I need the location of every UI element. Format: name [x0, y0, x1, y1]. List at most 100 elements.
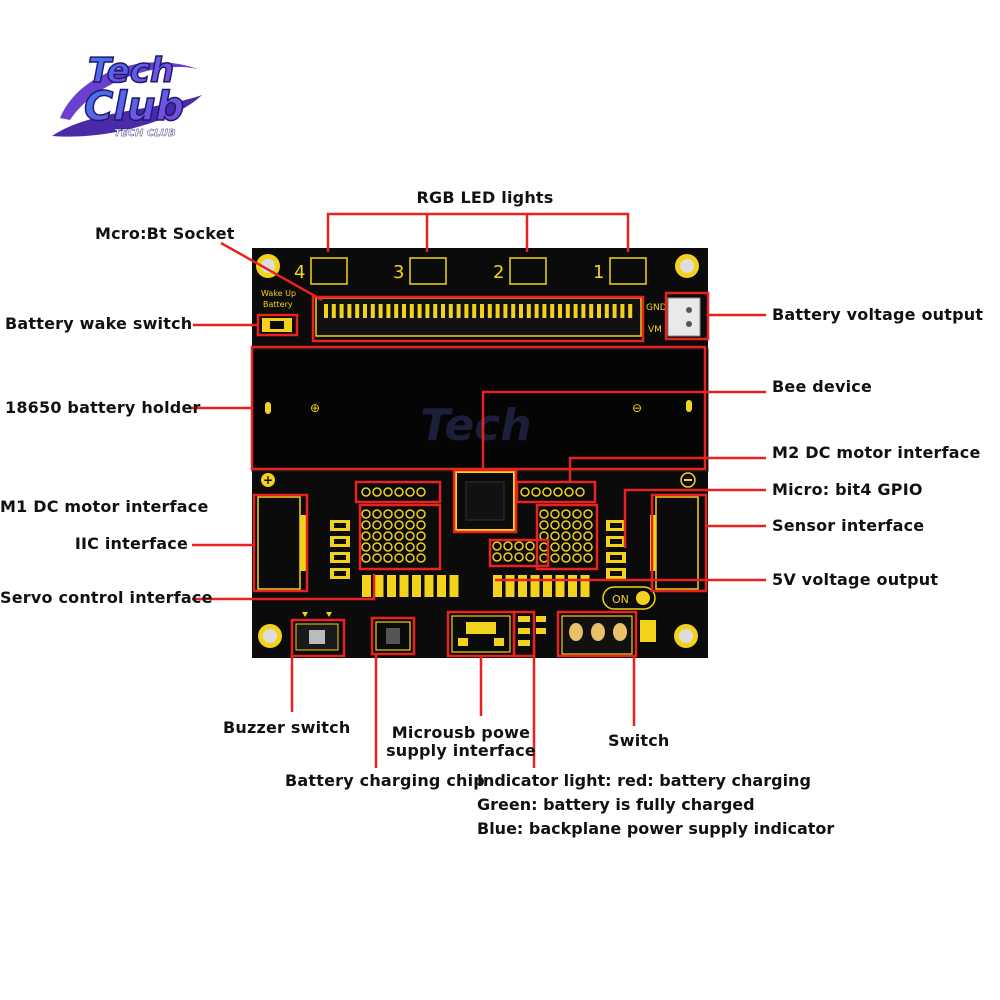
mounting-holes — [256, 254, 699, 648]
gpio-pin — [525, 541, 535, 551]
socket-pin — [526, 304, 531, 318]
output-pad — [412, 575, 421, 597]
servo-pin — [394, 509, 404, 519]
callout-bee-box — [452, 468, 518, 534]
servo-pin — [383, 520, 393, 530]
servo-pin — [361, 542, 371, 552]
servo-pin — [405, 531, 415, 541]
callout-gpio-box — [488, 538, 550, 568]
callout-socket — [220, 241, 323, 302]
motor-pin — [405, 487, 415, 497]
socket-pin — [550, 304, 555, 318]
servo-pin — [416, 520, 426, 530]
socket-pin — [565, 304, 570, 318]
logo-line-2: Club — [84, 84, 184, 130]
socket-pin — [612, 304, 617, 318]
callout-m2-box — [515, 480, 597, 504]
label-bee-device: Bee device — [772, 377, 873, 396]
gpio-pin — [503, 552, 513, 562]
gpio-pin — [492, 541, 502, 551]
socket-pins — [324, 304, 633, 318]
output-pad — [362, 575, 371, 597]
socket-pin — [464, 304, 469, 318]
callout-sensor-box — [650, 493, 708, 593]
battery-plus: ⊕ — [310, 401, 320, 415]
label-5v-output: 5V voltage output — [772, 570, 939, 589]
output-pad — [387, 575, 396, 597]
gpio-pin — [561, 520, 571, 530]
label-microbit-socket: Mcro:Bt Socket — [95, 224, 235, 243]
label-microusb-2: supply interface — [386, 741, 536, 760]
callout-buzzer-box — [290, 618, 346, 658]
servo-pin — [405, 509, 415, 519]
servo-pin — [372, 542, 382, 552]
motor-pin — [531, 487, 541, 497]
servo-pin — [416, 542, 426, 552]
rgb-number-2: 2 — [493, 262, 504, 283]
callout-wake-box — [256, 313, 299, 337]
output-pad — [555, 575, 565, 597]
socket-pin — [339, 304, 344, 318]
servo-pin — [394, 531, 404, 541]
microusb-port — [451, 615, 511, 653]
socket-pin — [425, 304, 430, 318]
servo-pin — [383, 542, 393, 552]
socket-pin — [363, 304, 367, 318]
indicator-leds — [518, 616, 546, 646]
callout-indicator-box — [512, 610, 536, 658]
output-pad — [493, 575, 502, 597]
motor-pin — [416, 487, 426, 497]
motor-pin — [383, 487, 393, 497]
gpio-pin — [583, 531, 593, 541]
callout-vout-box — [664, 291, 710, 341]
socket-pin — [355, 304, 360, 318]
servo-pin — [416, 531, 426, 541]
gpio-pin — [583, 542, 593, 552]
gnd-label: GND — [646, 303, 667, 313]
socket-pin — [394, 304, 399, 318]
callout-iic-box — [252, 493, 309, 593]
servo-pin — [361, 509, 371, 519]
label-battery-holder: 18650 battery holder — [5, 398, 201, 417]
wake-up-text-2: Battery — [263, 300, 293, 309]
v5-output-pads — [493, 575, 590, 597]
rgb-number-4: 4 — [294, 262, 305, 283]
board-watermark: Tech — [420, 400, 532, 451]
callout-holder-box — [250, 345, 707, 471]
tech-club-logo: Tech Club TECH CLUB — [52, 50, 202, 139]
socket-pin — [448, 304, 453, 318]
label-sensor-interface: Sensor interface — [772, 516, 925, 535]
on-switch — [602, 586, 656, 610]
gpio-pin — [525, 552, 535, 562]
wake-up-text-1: Wake Up — [261, 289, 296, 298]
output-pad — [437, 575, 446, 597]
gpio-pin — [514, 552, 524, 562]
callout-chip-box — [370, 616, 416, 656]
socket-pin — [495, 304, 500, 318]
svg-text:+: + — [263, 473, 273, 487]
socket-pin — [503, 304, 508, 318]
callout-rgb — [326, 212, 630, 252]
gpio-pin — [550, 509, 560, 519]
output-pad — [424, 575, 434, 597]
label-battery-voltage-output: Battery voltage output — [772, 305, 984, 324]
socket-pin — [417, 304, 422, 318]
servo-header-pins — [361, 509, 426, 563]
gpio-pin — [550, 542, 560, 552]
output-pad — [449, 575, 459, 597]
gpio-pin — [572, 553, 582, 563]
vm-label: VM — [648, 325, 662, 335]
output-pad — [568, 575, 577, 597]
motor-pin — [520, 487, 530, 497]
label-servo-interface: Servo control interface — [0, 588, 213, 607]
label-iic-interface: IIC interface — [74, 534, 188, 553]
gpio-pin — [539, 520, 549, 530]
socket-pin — [620, 304, 625, 318]
gpio-pin — [550, 520, 560, 530]
rgb-led-pads — [310, 257, 647, 285]
gpio-pin — [550, 531, 560, 541]
servo-pin — [405, 553, 415, 563]
servo-pin — [372, 509, 382, 519]
